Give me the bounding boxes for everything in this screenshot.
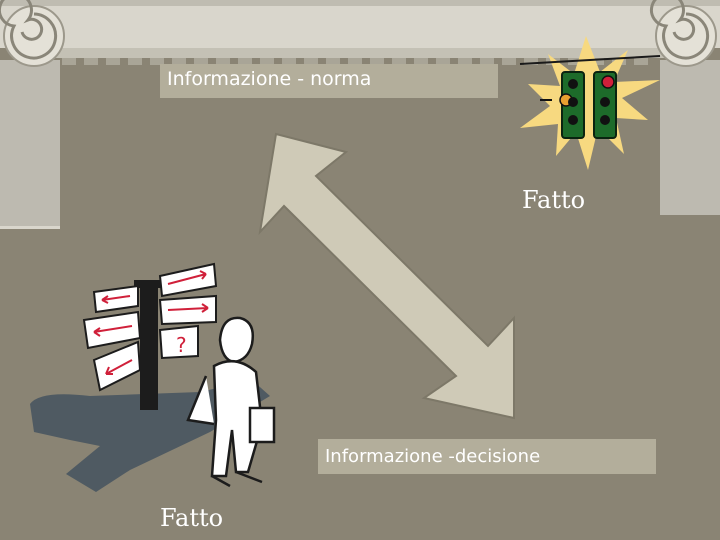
label-fatto-top: Fatto xyxy=(522,186,585,214)
label-fatto-bottom: Fatto xyxy=(160,504,223,532)
label-informazione-decisione: Informazione -decisione xyxy=(318,439,656,474)
label-informazione-norma: Informazione - norma xyxy=(160,64,498,98)
signpost-question-mark: ? xyxy=(176,333,187,357)
